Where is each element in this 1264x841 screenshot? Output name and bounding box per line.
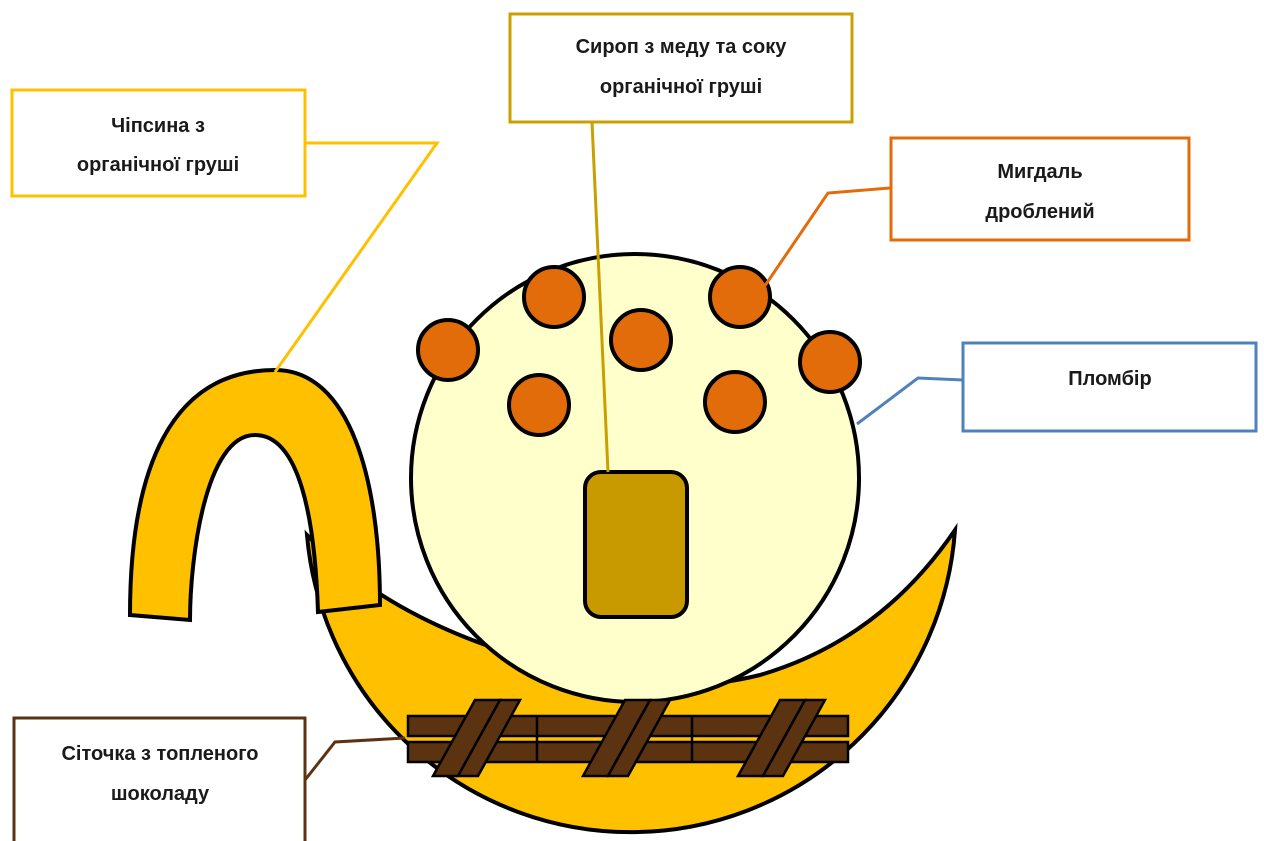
syrup-label-line-2: органічної груші [600,76,762,98]
chip-label-box: Чіпсина з органічної груші [12,90,305,196]
chip-label-line-1: Чіпсина з [111,115,205,137]
chocolate-mesh [408,700,848,776]
almond-leader-line [760,188,890,293]
almond-piece [800,332,860,392]
chip-label-line-2: органічної груші [77,154,239,176]
chocolate-label-line-1: Сіточка з топленого [61,743,258,765]
chocolate-leader-line [305,738,405,780]
almond-piece [611,310,671,370]
almond-label-box: Мигдаль дроблений [891,138,1189,240]
almond-piece [705,372,765,432]
almond-piece [418,320,478,380]
icecream-label-text: Пломбір [1068,368,1151,390]
almond-label-line-2: дроблений [985,201,1094,223]
syrup-label-box: Сироп з меду та соку органічної груші [510,14,852,122]
almond-piece [524,267,584,327]
almond-piece [710,267,770,327]
icecream-label-box: Пломбір [963,343,1256,431]
pear-chip [130,370,380,620]
chocolate-label-box: Сіточка з топленого шоколаду [14,718,305,841]
chocolate-label-line-2: шоколаду [111,783,210,805]
syrup-block [585,472,687,617]
almond-piece [509,375,569,435]
almond-label-line-1: Мигдаль [997,161,1082,183]
icecream-leader-line [857,378,963,424]
syrup-label-line-1: Сироп з меду та соку [576,36,788,58]
